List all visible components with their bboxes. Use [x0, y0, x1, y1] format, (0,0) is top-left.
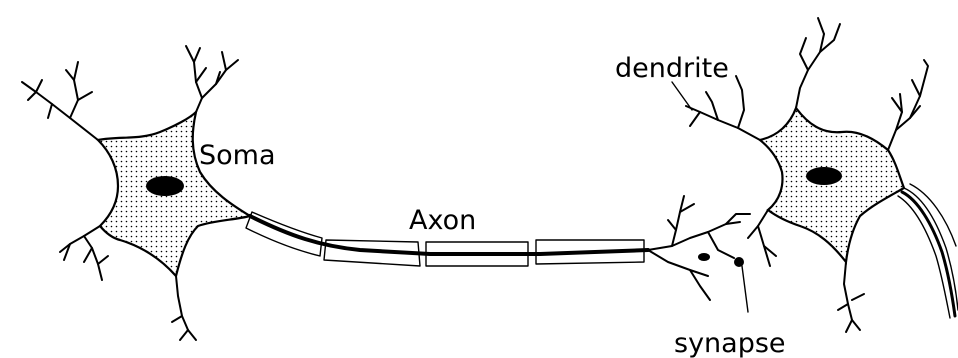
synapse-pointer-line	[741, 265, 749, 313]
left-nucleus	[146, 176, 184, 196]
axon-terminals	[647, 195, 751, 301]
left-neuron	[21, 45, 253, 341]
dendrite-label: dendrite	[615, 53, 729, 84]
synaptic-bouton-2	[734, 257, 744, 267]
synaptic-bouton-1	[698, 253, 710, 261]
right-dendrites	[685, 17, 929, 333]
axon-label: Axon	[409, 205, 476, 236]
right-nucleus	[806, 167, 842, 185]
right-soma-body	[757, 105, 906, 265]
myelin-segment-1	[245, 211, 323, 257]
left-dendrites	[21, 45, 239, 341]
myelin-sheaths	[245, 211, 645, 267]
right-axon-core	[900, 190, 957, 318]
axon-core	[248, 214, 650, 256]
myelin-segment-3	[425, 241, 529, 267]
synapse-label: synapse	[674, 328, 786, 358]
dendrite-pointer-line	[671, 81, 693, 111]
soma-label: Soma	[199, 140, 276, 171]
axon	[245, 211, 650, 267]
right-neuron	[685, 17, 958, 333]
right-axon-sheath	[897, 183, 958, 319]
myelin-segment-4	[535, 239, 645, 265]
myelin-segment-2	[323, 239, 421, 267]
